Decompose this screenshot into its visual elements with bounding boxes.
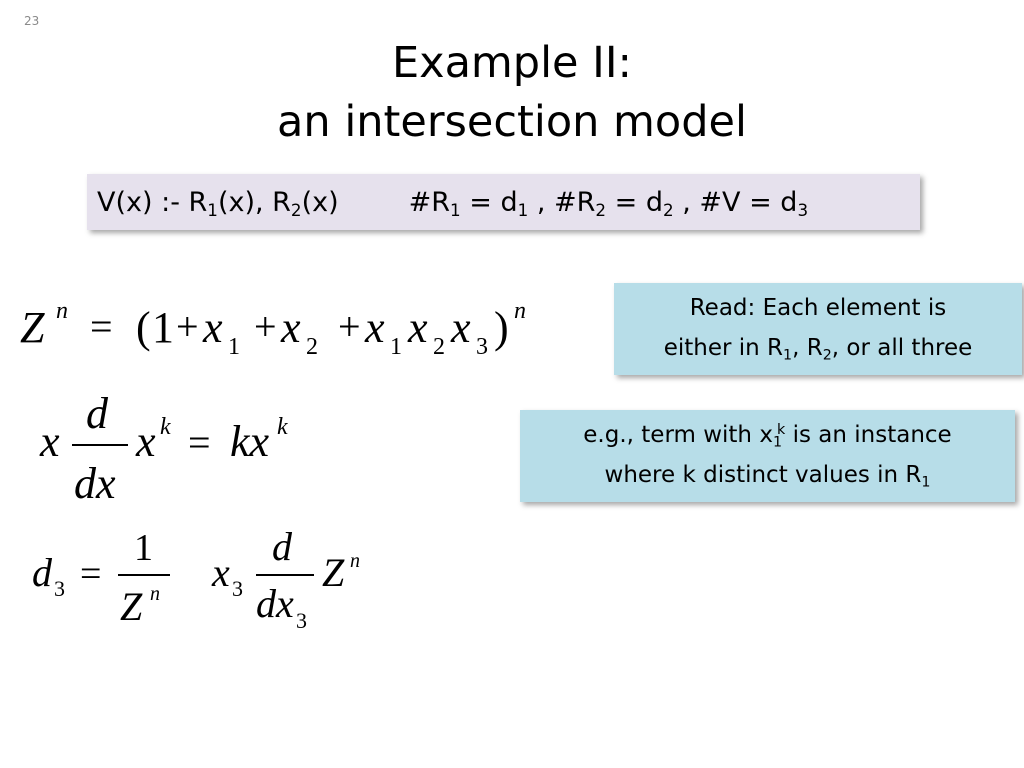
query-r2-subscript: 2 [290,199,302,220]
eq2-xk: x [135,417,156,466]
eq2-k-exp: k [277,414,288,440]
note1-line2-pre: either in R [663,335,784,361]
eq2-d: d [86,389,109,438]
card3-dsub: 3 [797,199,809,220]
slide-title: Example II: an intersection model [0,34,1024,152]
eq3-dx-den: dx [256,581,294,626]
eq3-x-sub: 3 [232,576,243,601]
note1-line2: either in R1, R2, or all three [614,328,1022,368]
eq2-equals: = [188,420,211,465]
note2-line1-sup: k [777,422,786,439]
note-example-term: e.g., term with x1k is an instance where… [520,410,1015,502]
eq3-d-sub: 3 [54,576,65,601]
eq3-d-num: d [272,524,293,569]
eq1-plus2: + [254,304,277,349]
title-line-1: Example II: [391,38,633,88]
card1-pre: #R [408,186,451,218]
eq1-x1: x [202,303,223,352]
note2-line1-post: is an instance [785,422,952,448]
eq3-n: n [150,583,160,605]
query-mid: (x), R [217,186,291,218]
query-definition-box: V(x) :- R1(x), R2(x) #R1 = d1 , #R2 = d2… [87,174,920,230]
equation-generating-function: Z n = ( 1 + x 1 + x 2 + x 1 x 2 x 3 ) n [20,298,526,360]
card3-pre: , #V = d [673,186,798,218]
eq1-equals: = [90,304,113,349]
eq2-k: k [160,414,171,440]
card2-pre: , #R [528,186,596,218]
card2-sub: 2 [595,199,607,220]
query-tail: (x) [301,186,339,218]
eq3-equals: = [80,553,101,595]
card1-dsub: 1 [517,199,529,220]
note2-line1-pre: e.g., term with x [583,422,773,448]
card2-dsub: 2 [663,199,674,220]
slide-number: 23 [24,14,40,28]
note2-line1: e.g., term with x1k is an instance [520,415,1015,455]
eq1-n: n [56,298,68,324]
note1-line1: Read: Each element is [689,295,947,321]
note2-line2-pre: where k distinct values in R [604,462,922,488]
eq3-Z2: Z [322,550,345,595]
eq1-x3: x [450,303,471,352]
eq1-x2b: x [407,303,428,352]
eq1-n-exp: n [514,298,526,324]
note1-sub1: 1 [783,347,793,364]
card1-eq: = d [460,186,518,218]
card1-sub: 1 [450,199,461,220]
note1-line2-post: , or all three [831,335,973,361]
eq1-rparen: ) [494,303,509,352]
eq2-x: x [39,417,60,466]
query-r1-subscript: 1 [207,199,218,220]
eq1-lparen: ( [136,303,151,352]
note1-sub2: 2 [822,347,832,364]
card2-eq: = d [606,186,663,218]
note2-line2-sub: 1 [921,474,931,491]
eq1-x1b-sub: 1 [390,334,402,360]
eq1-x2b-sub: 2 [433,334,445,360]
eq1-x1b: x [364,303,385,352]
equation-derivative-identity: x d dx x k = kx k [39,389,288,508]
eq1-plus3: + [338,304,361,349]
eq3-Z: Z [120,584,143,629]
eq1-x1-sub: 1 [228,334,240,360]
eq1-x2: x [280,303,301,352]
query-head: V(x) :- R [97,186,208,218]
note2-line1-sub: 1 [772,434,783,451]
eq3-x: x [211,550,230,595]
eq1-plus1: + [176,304,199,349]
eq1-Z: Z [20,303,45,352]
query-rule: V(x) :- R1(x), R2(x) [97,187,339,218]
note1-line2-mid: , R [792,335,823,361]
eq2-dx: dx [74,459,116,508]
note-read-each-element: Read: Each element is either in R1, R2, … [614,283,1022,375]
eq3-n2: n [350,550,360,572]
eq3-one: 1 [134,527,153,569]
note2-line2: where k distinct values in R1 [520,455,1015,495]
query-cardinalities: #R1 = d1 , #R2 = d2 , #V = d3 [409,187,808,218]
equation-d3: d 3 = 1 Z n x 3 d dx 3 Z n [32,524,360,633]
eq2-kx: kx [230,417,270,466]
eq1-one: 1 [152,303,174,352]
eq3-dx-sub: 3 [296,608,307,633]
eq1-x2-sub: 2 [306,334,318,360]
eq1-x3-sub: 3 [476,334,488,360]
eq3-d: d [32,550,53,595]
title-line-2: an intersection model [277,97,747,147]
